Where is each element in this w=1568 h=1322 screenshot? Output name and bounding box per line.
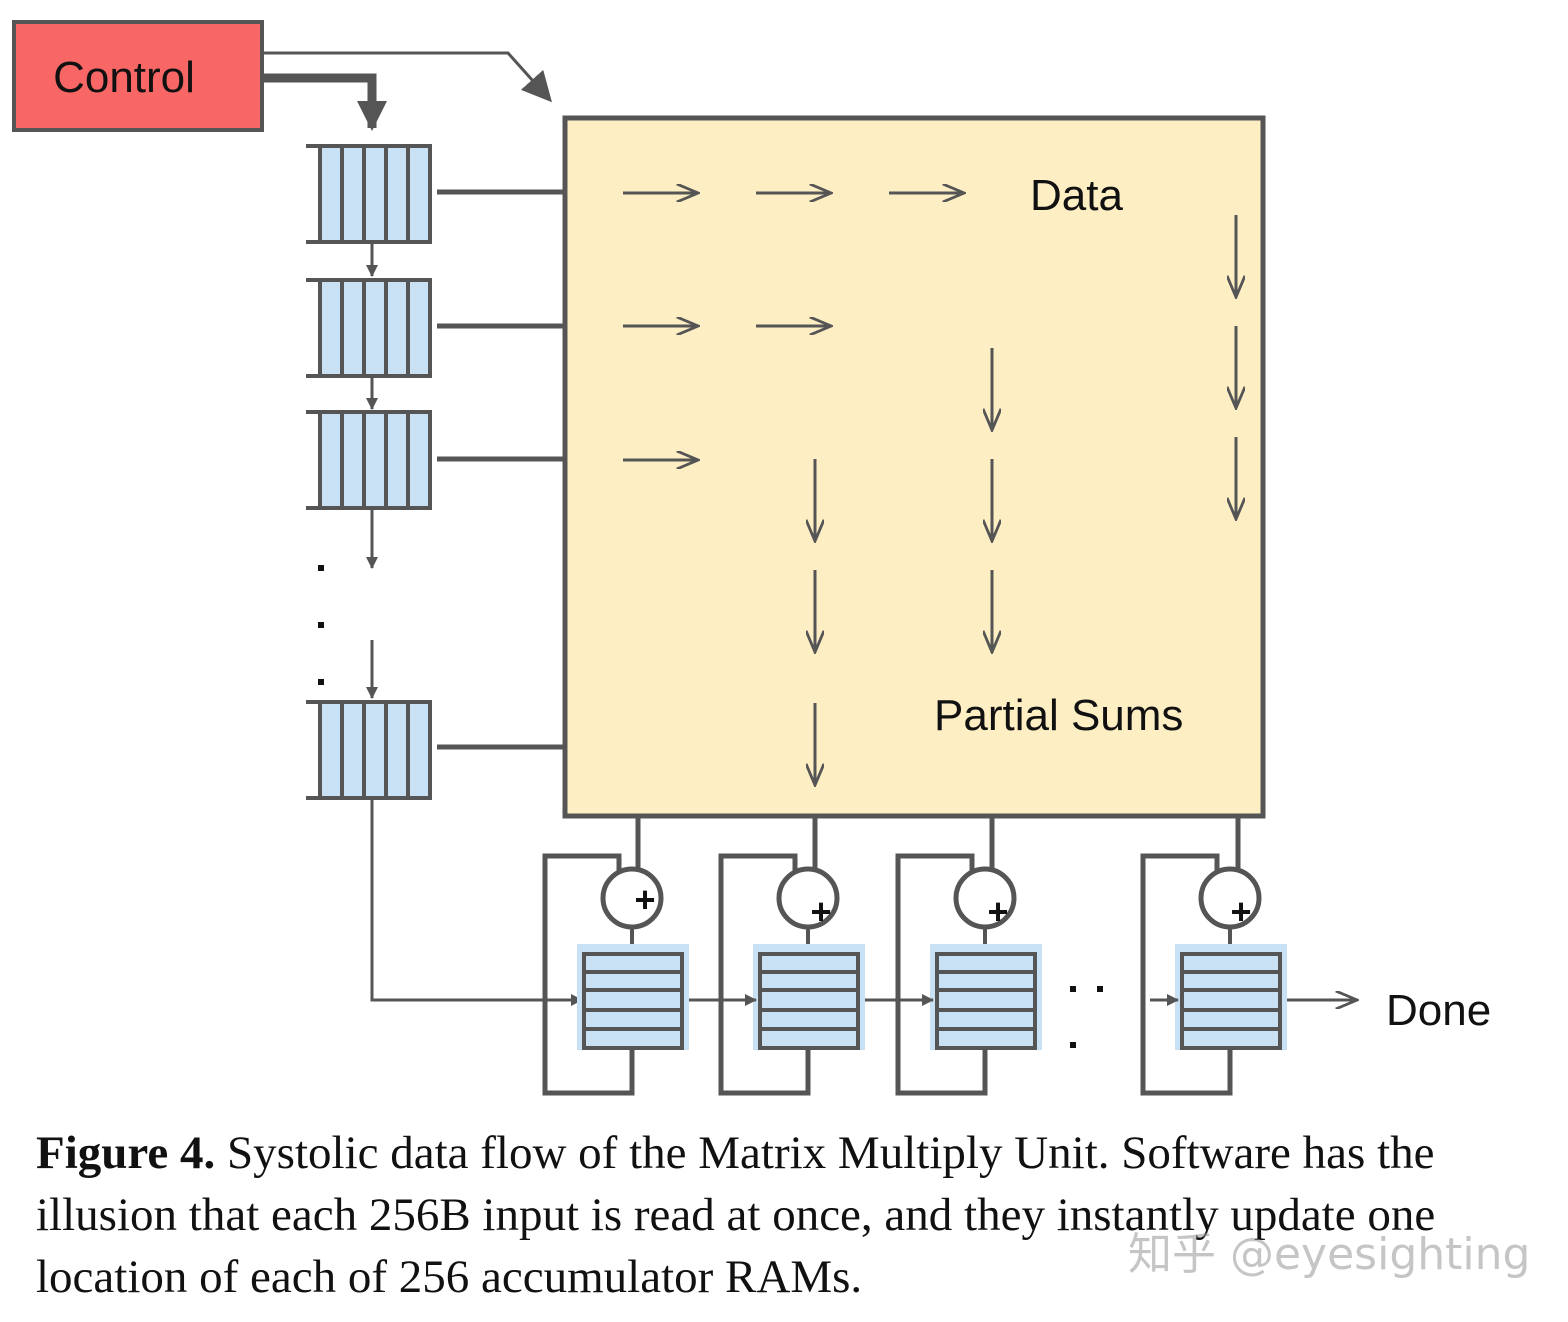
systolic-array-diagram: Control Data Partial Sums xyxy=(12,20,1491,1096)
control-to-accumulator-line xyxy=(370,800,583,1006)
plus-sign: + xyxy=(1230,891,1251,932)
accumulator-unit-2: + xyxy=(718,818,865,1096)
plus-sign: + xyxy=(634,879,655,920)
watermark: 知乎 @eyesighting xyxy=(1128,1229,1531,1280)
plus-sign: + xyxy=(810,891,831,932)
control-box xyxy=(12,20,264,132)
data-flow-arrows xyxy=(623,193,963,460)
accumulator-unit-last: + xyxy=(1140,818,1287,1096)
done-label: Done xyxy=(1386,986,1491,1035)
data-label: Data xyxy=(1030,171,1123,220)
fifo-ellipsis xyxy=(318,565,324,685)
weight-fifo-3 xyxy=(306,410,432,510)
figure-number: Figure 4. xyxy=(36,1127,216,1179)
partial-sum-flow-arrows xyxy=(815,215,1236,784)
weight-fifo-last xyxy=(306,700,432,800)
accumulator-ellipsis xyxy=(1070,986,1103,1048)
figure-caption: Figure 4. Systolic data flow of the Matr… xyxy=(36,1122,1536,1308)
control-label: Control xyxy=(53,53,195,102)
plus-sign: + xyxy=(987,891,1008,932)
weight-fifo-2 xyxy=(306,278,432,378)
fifo-to-matrix-lines xyxy=(437,189,565,750)
caption-text: Systolic data flow of the Matrix Multipl… xyxy=(36,1127,1436,1303)
control-to-fifo-arrow xyxy=(262,73,387,131)
partial-sums-label: Partial Sums xyxy=(934,691,1183,740)
control-to-matrix-arrow xyxy=(262,51,552,103)
accumulator-unit-1: + xyxy=(542,818,689,1096)
accumulator-unit-3: + xyxy=(895,818,1042,1096)
weight-fifo-1 xyxy=(306,144,432,244)
